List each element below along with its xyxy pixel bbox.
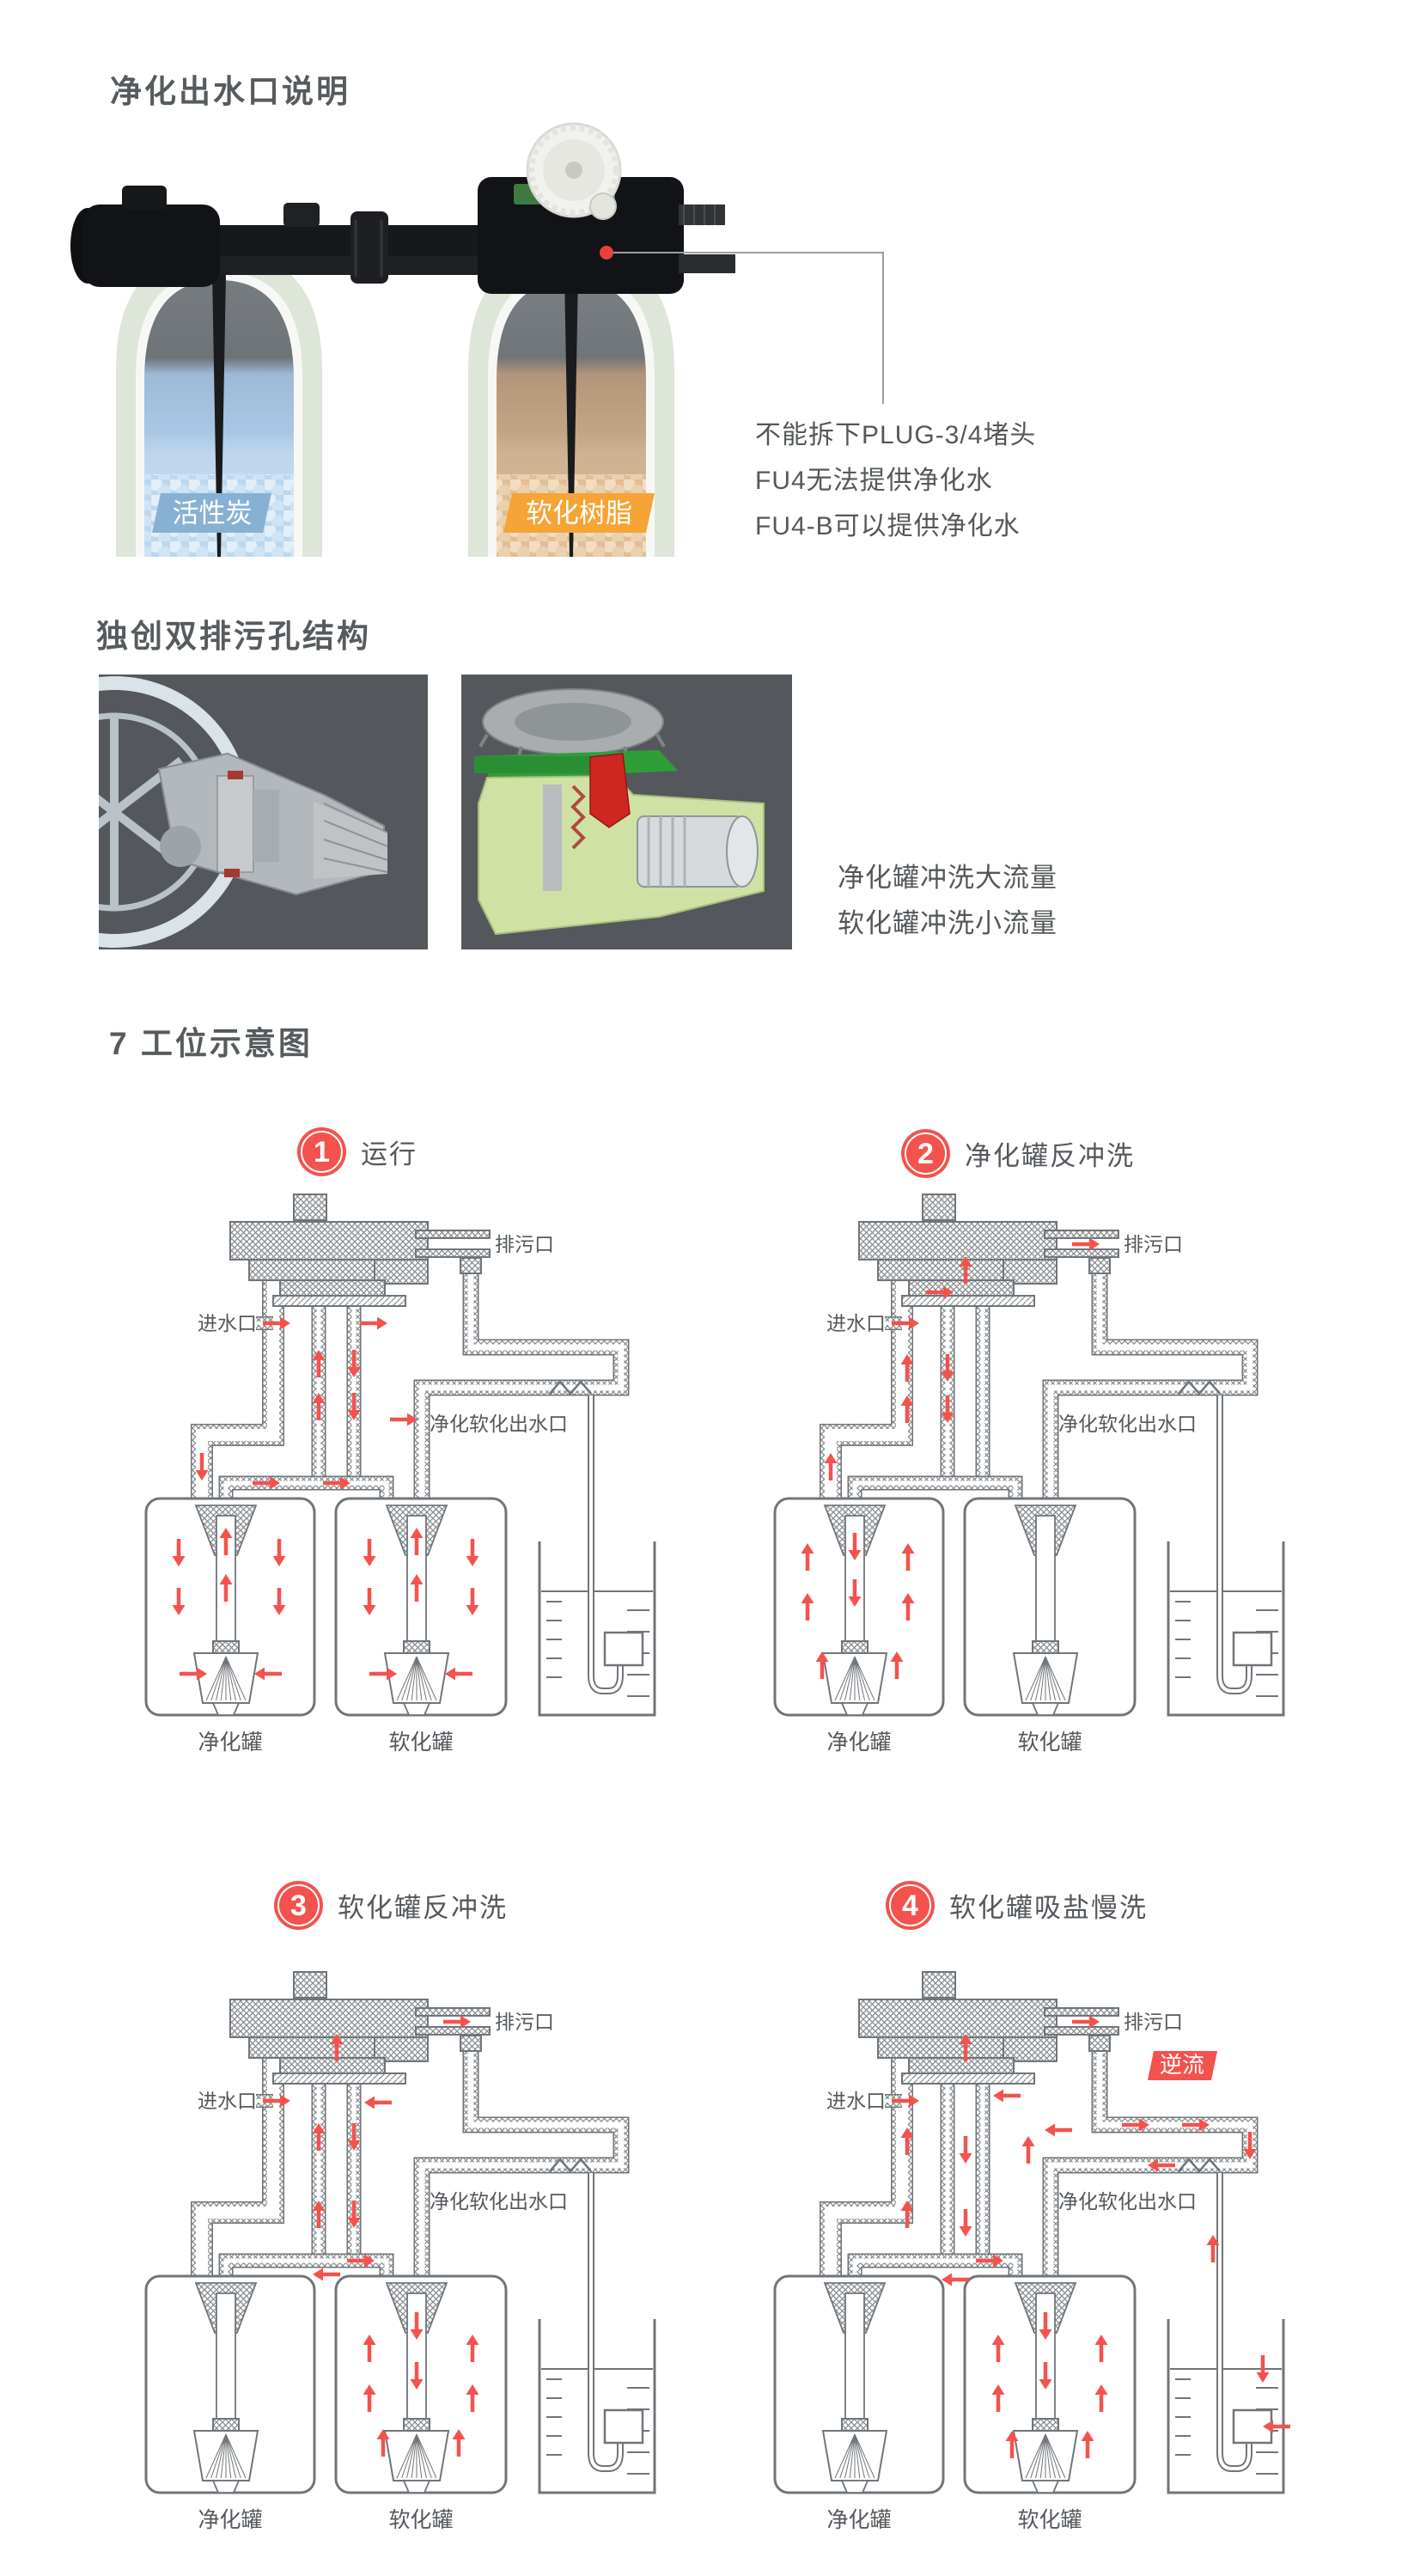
outlet-label: 净化软化出水口 <box>430 1413 568 1435</box>
soften-tank-label: 软化罐 <box>388 1731 453 1755</box>
step-3-badge: 3 <box>274 1881 323 1930</box>
panel3-title: 软化罐反冲洗 <box>338 1893 508 1923</box>
panel3-header: 3 软化罐反冲洗 <box>274 1881 508 1930</box>
outlet-label: 净化软化出水口 <box>1058 2190 1197 2213</box>
seal-mark-top <box>228 771 243 779</box>
drain-label: 排污口 <box>1124 2011 1183 2033</box>
soften-tank-label: 软化罐 <box>1017 1731 1082 1755</box>
drain-label: 排污口 <box>495 2011 554 2033</box>
plug-note-line3: FU4-B可以提供净化水 <box>755 512 1021 540</box>
diagram-brine-slow-rinse: 排污口进水口净化软化出水口净化罐 软化罐 逆流 <box>749 1965 1333 2532</box>
purify-tank-label: 净化罐 <box>198 1731 262 1755</box>
step-3-number: 3 <box>290 1889 307 1922</box>
cad-image-drain-structure-2 <box>461 675 792 949</box>
badge-activated-carbon: 活性炭 <box>152 493 271 533</box>
diagram-purify-backwash: 排污口进水口净化软化出水口净化罐 软化罐 <box>749 1187 1333 1755</box>
panel1-header: 1 运行 <box>297 1127 417 1176</box>
inlet-label: 进水口 <box>826 2090 886 2112</box>
badge-softening-resin: 软化树脂 <box>503 493 655 533</box>
soften-tank-label: 软化罐 <box>388 2508 453 2532</box>
red-clamp <box>589 753 631 828</box>
purify-tank-label: 净化罐 <box>198 2508 262 2532</box>
brine-tank <box>1167 1541 1285 1717</box>
inlet-label: 进水口 <box>198 2090 257 2112</box>
brine-tank <box>538 2319 656 2494</box>
step-4-badge: 4 <box>886 1881 935 1930</box>
cad-image-drain-structure-1 <box>99 675 428 949</box>
product-photo: 活性炭 软化树脂 <box>70 122 884 557</box>
panel2-title: 净化罐反冲洗 <box>965 1141 1135 1171</box>
diagram-soften-backwash: 排污口进水口净化软化出水口净化罐 软化罐 <box>120 1965 704 2532</box>
purify-tank-label: 净化罐 <box>826 2508 891 2532</box>
cad-drawing-color <box>461 675 792 949</box>
flush-note: 净化罐冲洗大流量 软化罐冲洗小流量 <box>838 855 1057 946</box>
purify-tank-label: 净化罐 <box>826 1731 891 1755</box>
badge-softening-resin-label: 软化树脂 <box>526 498 632 528</box>
flush-note-line2: 软化罐冲洗小流量 <box>838 908 1057 938</box>
step-4-number: 4 <box>902 1889 918 1922</box>
flow-arrows <box>263 2015 479 2457</box>
section2-title: 独创双排污孔结构 <box>96 619 371 654</box>
soften-tank-label: 软化罐 <box>1017 2508 1082 2532</box>
flow-arrows <box>801 1237 1100 1679</box>
step-1-number: 1 <box>314 1135 330 1169</box>
spring <box>570 784 586 850</box>
outlet-label: 净化软化出水口 <box>1058 1413 1197 1435</box>
brine-valve-box <box>603 2408 644 2445</box>
step-2-badge: 2 <box>901 1129 950 1178</box>
inlet-label: 进水口 <box>826 1312 886 1334</box>
drain-label: 排污口 <box>1124 1233 1183 1255</box>
panel1-title: 运行 <box>361 1139 417 1169</box>
section1-title: 净化出水口说明 <box>110 74 350 109</box>
cad-drawing-gray <box>99 675 428 949</box>
plug-note-line2: FU4无法提供净化水 <box>755 467 993 495</box>
panel2-header: 2 净化罐反冲洗 <box>901 1129 1135 1178</box>
valve-assembly <box>70 122 735 294</box>
flow-arrows <box>892 2015 1290 2458</box>
drain-label: 排污口 <box>495 1233 554 1255</box>
diagram-running: 排污口进水口净化软化出水口净化罐 软化罐 <box>120 1187 704 1755</box>
brine-valve-box <box>603 1631 644 1667</box>
callout-leader-line <box>613 252 884 404</box>
flow-arrows <box>172 1316 479 1681</box>
badge-activated-carbon-label: 活性炭 <box>173 498 253 528</box>
brine-tank <box>538 1541 656 1717</box>
plug-note-line1: 不能拆下PLUG-3/4堵头 <box>755 421 1037 449</box>
brine-tank <box>1167 2319 1285 2494</box>
step-1-badge: 1 <box>297 1127 346 1176</box>
tank-activated-carbon <box>116 251 322 557</box>
inlet-label: 进水口 <box>198 1312 257 1334</box>
section3-title: 7 工位示意图 <box>109 1026 313 1061</box>
brine-valve-box <box>1232 1631 1273 1667</box>
step-2-number: 2 <box>917 1137 934 1170</box>
plug-note: 不能拆下PLUG-3/4堵头 FU4无法提供净化水 FU4-B可以提供净化水 <box>755 412 1036 549</box>
panel4-header: 4 软化罐吸盐慢洗 <box>886 1881 1148 1930</box>
panel4-title: 软化罐吸盐慢洗 <box>949 1893 1148 1923</box>
seal-mark-bottom <box>224 869 240 877</box>
flush-note-line1: 净化罐冲洗大流量 <box>838 863 1057 893</box>
outlet-label: 净化软化出水口 <box>430 2190 568 2213</box>
plug-red-dot <box>600 246 613 259</box>
counterflow-badge: 逆流 <box>1148 2051 1217 2080</box>
svg-text:逆流: 逆流 <box>1160 2052 1204 2078</box>
